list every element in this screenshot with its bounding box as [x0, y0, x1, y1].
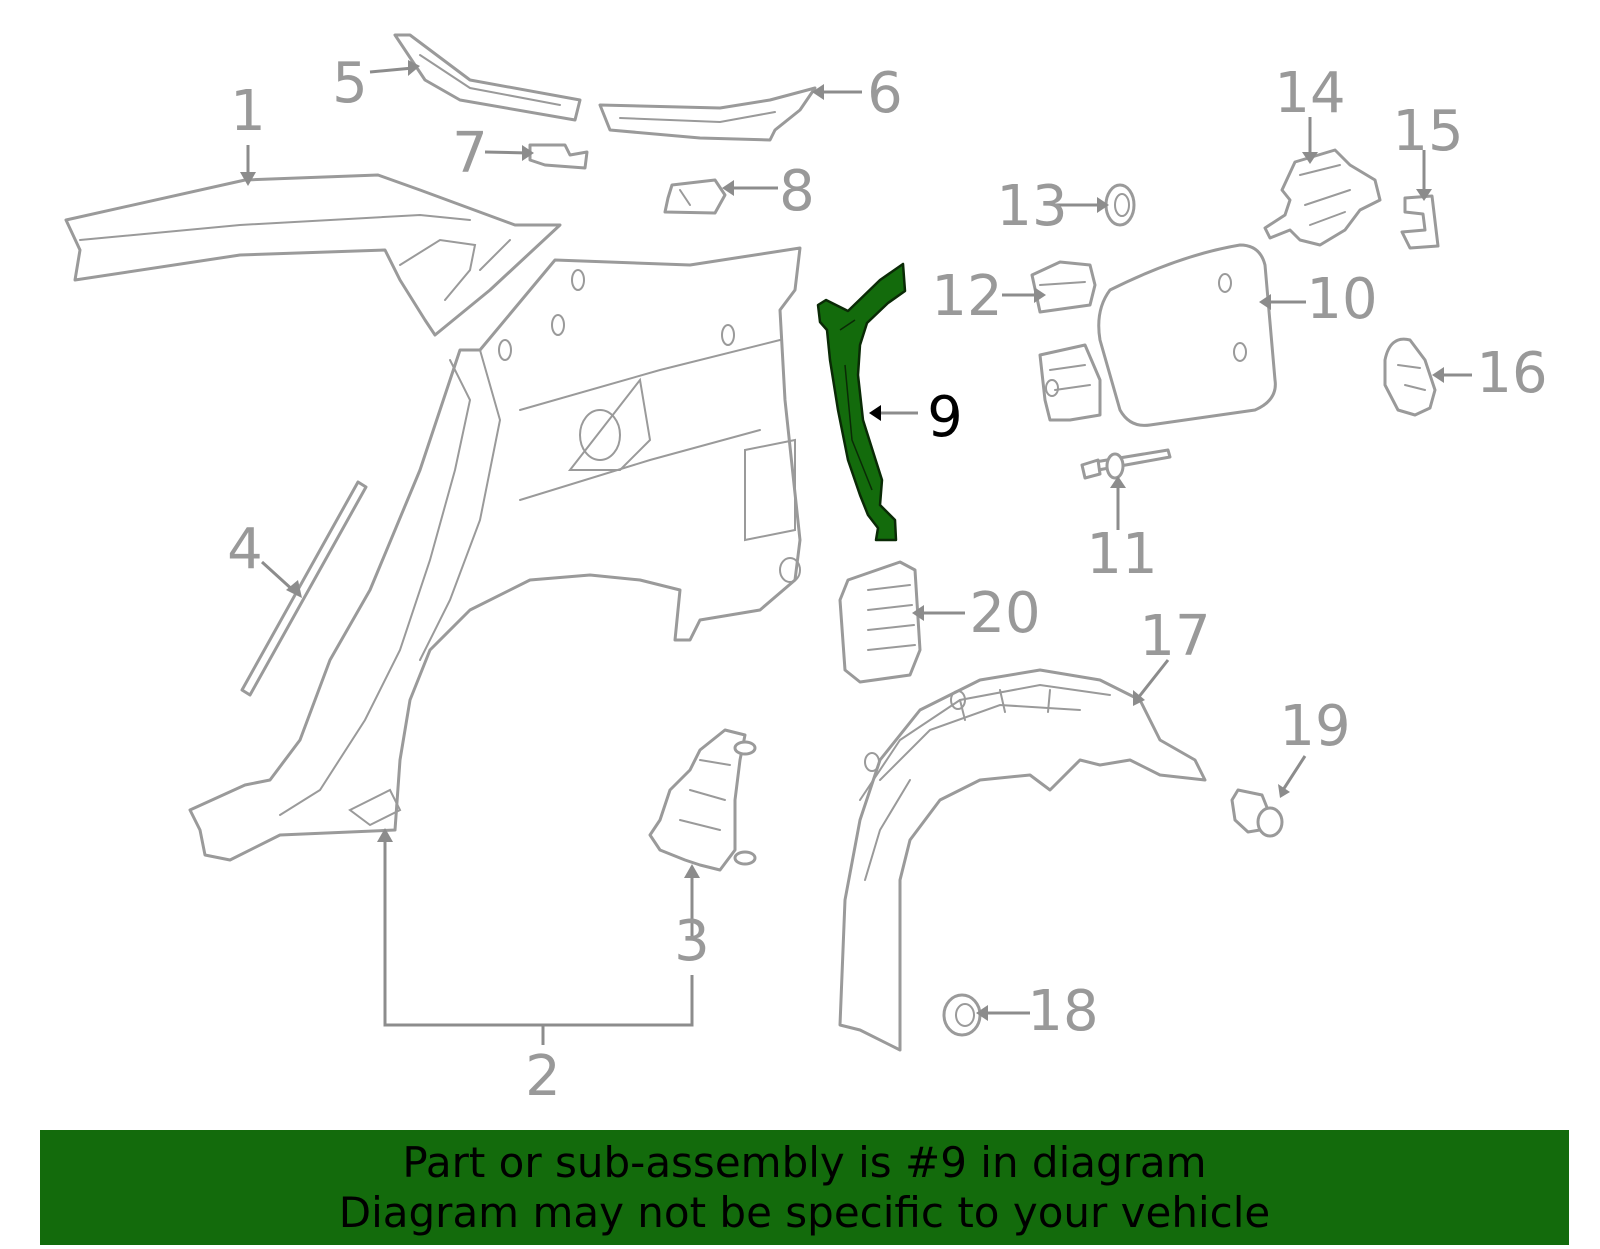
callout-3: 3 [674, 909, 710, 974]
part-8-clip[interactable] [663, 178, 727, 215]
banner-line-2: Diagram may not be specific to your vehi… [338, 1187, 1271, 1237]
parts-diagram: 1 2 3 4 5 6 7 8 9 10 11 12 13 14 15 16 1… [64, 33, 1548, 1109]
callout-13: 13 [996, 174, 1067, 239]
banner-line-1: Part or sub-assembly is #9 in diagram [402, 1137, 1207, 1187]
callout-2: 2 [525, 1044, 561, 1109]
part-18-grommet[interactable] [942, 993, 982, 1037]
callout-8: 8 [779, 159, 815, 224]
callout-16: 16 [1476, 341, 1547, 406]
part-2-quarter-panel[interactable] [188, 246, 802, 862]
callout-18: 18 [1027, 979, 1098, 1044]
callout-9: 9 [927, 385, 963, 450]
part-5-upper-panel[interactable] [393, 33, 582, 122]
callouts: 1 2 3 4 5 6 7 8 9 10 11 12 13 14 15 16 1… [227, 51, 1547, 1109]
part-11-pin[interactable] [1080, 448, 1172, 480]
part-10-fuel-door[interactable] [1038, 243, 1277, 427]
callout-12: 12 [931, 264, 1002, 329]
arrowheads [240, 60, 1444, 1021]
callout-14: 14 [1274, 61, 1345, 126]
part-1-roof-rail[interactable] [64, 173, 562, 337]
leader-lines [246, 66, 1472, 1045]
callout-1: 1 [230, 79, 266, 144]
part-17-wheel-liner[interactable] [838, 668, 1207, 1052]
part-20-vent[interactable] [838, 560, 922, 684]
callout-15: 15 [1392, 99, 1463, 164]
info-banner: Part or sub-assembly is #9 in diagram Di… [40, 1130, 1569, 1245]
callout-7: 7 [452, 121, 488, 186]
part-12-latch[interactable] [1030, 260, 1097, 314]
callout-20: 20 [969, 581, 1040, 646]
part-16-housing[interactable] [1383, 337, 1437, 417]
part-13-nut[interactable] [1104, 183, 1136, 227]
callout-5: 5 [332, 51, 368, 116]
callout-19: 19 [1279, 694, 1350, 759]
callout-17: 17 [1139, 604, 1210, 669]
part-7-small-bracket[interactable] [528, 143, 589, 170]
part-19-push-clip[interactable] [1230, 788, 1284, 838]
part-14-actuator[interactable] [1263, 148, 1382, 247]
part-15-clip[interactable] [1400, 194, 1440, 250]
callout-10: 10 [1306, 267, 1377, 332]
part-4-molding[interactable] [240, 480, 368, 697]
callout-4: 4 [227, 517, 263, 582]
part-3-bracket[interactable] [648, 728, 757, 872]
part-9-highlighted[interactable] [816, 262, 907, 542]
callout-6: 6 [867, 61, 903, 126]
callout-11: 11 [1086, 522, 1157, 587]
part-6-rear-panel[interactable] [598, 86, 817, 142]
